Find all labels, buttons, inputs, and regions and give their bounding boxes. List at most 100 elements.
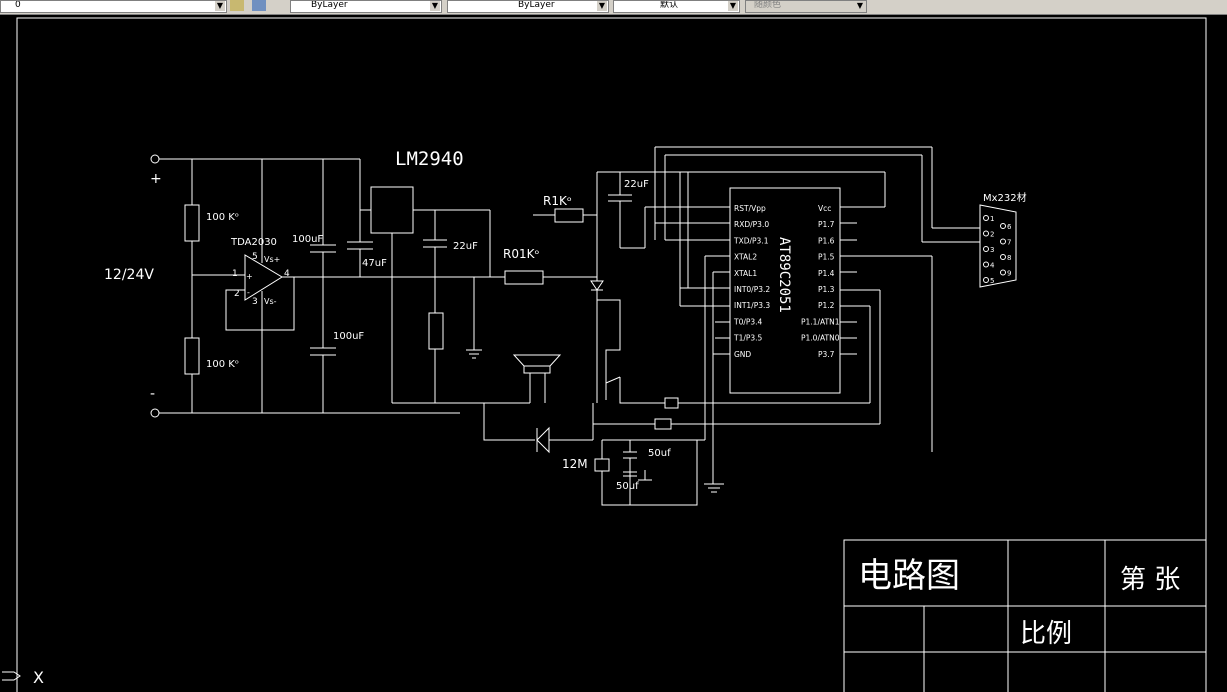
resistor-base-2: [654, 418, 672, 430]
connector-pin-label: 3: [990, 246, 994, 254]
cap-50uf-2-label: 50uf: [616, 481, 639, 492]
terminal-plus: [150, 154, 160, 164]
title-block: [843, 539, 1207, 692]
connector-pin-label: 1: [990, 215, 994, 223]
r1k-label: R1Kᵒ: [543, 194, 572, 208]
connector-pin-label: 5: [990, 277, 994, 285]
mcu-pin-label: P1.4: [818, 269, 835, 278]
mcu-pin-label: P3.7: [818, 350, 835, 359]
ucs-icon: [2, 671, 21, 681]
resistor-top-label: 100 Kᵒ: [206, 212, 239, 223]
resistor-bottom: [184, 337, 200, 375]
resistor-r1k: [554, 208, 584, 223]
lineweight-dropdown[interactable]: 默认 ▼: [613, 0, 740, 13]
connector-label: Mx232材: [983, 191, 1027, 204]
chevron-down-icon: ▼: [855, 1, 865, 11]
amp-pin-2: 2: [234, 289, 240, 299]
mcu-right-pin-labels: VccP1.7P1.6P1.5P1.4P1.3P1.2P1.1/ATN1P1.0…: [801, 204, 840, 359]
amp-pin-5: 5: [252, 252, 258, 262]
connector-pin-label: 4: [990, 262, 995, 270]
connector-pin: [1000, 254, 1006, 260]
axis-x-label: X: [33, 668, 44, 687]
mcu-pin-label: RXD/P3.0: [734, 220, 769, 229]
mcu-pin-label: XTAL1: [734, 269, 757, 278]
terminal-minus: [150, 408, 160, 418]
chevron-down-icon[interactable]: ▼: [430, 1, 440, 11]
mcu-label: AT89C2051: [776, 237, 792, 313]
cap-22uf-1-label: 22uF: [453, 241, 478, 252]
title-block-scale: 比例: [1020, 619, 1072, 649]
title-block-sheet: 第 张: [1120, 565, 1180, 595]
linetype-value: ByLayer: [518, 0, 555, 10]
amp-pin-1: 1: [232, 269, 238, 279]
op-amp-tda2030: [244, 254, 283, 301]
connector-pin-label: 6: [1007, 223, 1012, 231]
connector-pin-label: 2: [990, 231, 994, 239]
make-layer-current-icon[interactable]: [230, 0, 244, 11]
connector-pin: [1000, 269, 1006, 276]
properties-toolbar: 0 ▼ ByLayer ▼ ByLayer ▼ 默认 ▼ 随颜色 ▼: [0, 0, 1227, 15]
connector-pin: [1000, 223, 1006, 229]
connector-pin: [983, 277, 989, 283]
lineweight-value: 默认: [660, 0, 679, 10]
amp-pin-3: 3: [252, 297, 258, 307]
layer-value: 0: [15, 0, 21, 10]
r01k-label: R01Kᵒ: [503, 247, 539, 261]
cap-50uf-1-label: 50uf: [648, 448, 671, 459]
amp-minus: -: [247, 288, 250, 297]
title-block-title: 电路图: [858, 556, 960, 596]
mcu-pin-label: P1.1/ATN1: [801, 317, 840, 326]
cap-100uf-1-label: 100uF: [292, 234, 323, 245]
zener-diode: [536, 426, 550, 454]
mcu-pin-label: P1.3: [818, 285, 835, 294]
amp-plus: +: [246, 272, 253, 281]
connector-pin-label: 9: [1007, 270, 1011, 278]
crystal-12m: [594, 458, 610, 472]
mcu-pin-label: INT0/P3.2: [734, 285, 770, 294]
minus-sign: -: [150, 386, 155, 402]
crystal-label: 12M: [562, 457, 588, 471]
resistor-top: [184, 204, 200, 242]
chevron-down-icon[interactable]: ▼: [215, 1, 225, 11]
mcu-pin-label: T1/P3.5: [733, 334, 763, 343]
mcu-at89c2051: [729, 187, 841, 394]
mcu-pin-label: P1.0/ATN0: [801, 334, 840, 343]
resistor-r01k: [504, 270, 544, 285]
amp-label: TDA2030: [230, 237, 277, 248]
mcu-pin-label: TXD/P3.1: [733, 236, 769, 245]
mcu-pin-label: P1.7: [818, 220, 835, 229]
db9-connector: [979, 204, 1017, 288]
connector-pin-label: 8: [1007, 254, 1011, 262]
cap-100uf-2-label: 100uF: [333, 331, 364, 342]
connector-pin-label: 7: [1007, 239, 1011, 247]
chevron-down-icon[interactable]: ▼: [728, 1, 738, 11]
mcu-pin-label: RST/Vpp: [734, 204, 766, 213]
connector-pin: [983, 261, 989, 268]
layer-previous-icon[interactable]: [252, 0, 266, 11]
mcu-left-pin-labels: RST/VppRXD/P3.0TXD/P3.1XTAL2XTAL1INT0/P3…: [733, 204, 770, 359]
connector-pin: [983, 246, 989, 252]
regulator-label: LM2940: [395, 148, 464, 170]
resistor-mid: [428, 312, 444, 350]
mcu-pin-label: Vcc: [818, 204, 831, 213]
mcu-pin-label: INT1/P3.3: [734, 301, 770, 310]
mcu-pin-label: GND: [734, 350, 751, 359]
color-value: ByLayer: [311, 0, 348, 10]
color-dropdown[interactable]: ByLayer ▼: [290, 0, 442, 13]
linetype-dropdown[interactable]: ByLayer ▼: [447, 0, 609, 13]
diode: [590, 280, 604, 291]
connector-pin: [983, 230, 989, 237]
chevron-down-icon[interactable]: ▼: [597, 1, 607, 11]
amp-pin-4: 4: [284, 269, 290, 279]
resistor-base-1: [664, 397, 679, 409]
cap-47uf-label: 47uF: [362, 258, 387, 269]
amp-pin-vplus: Vs+: [264, 255, 280, 264]
layer-dropdown[interactable]: 0 ▼: [0, 0, 227, 13]
plotstyle-dropdown: 随颜色 ▼: [745, 0, 867, 13]
drawing-border: [16, 17, 1207, 692]
mcu-pin-label: P1.2: [818, 301, 835, 310]
regulator-lm2940: [370, 186, 414, 234]
cap-22uf-2-label: 22uF: [624, 179, 649, 190]
mcu-pin-label: XTAL2: [734, 253, 757, 262]
